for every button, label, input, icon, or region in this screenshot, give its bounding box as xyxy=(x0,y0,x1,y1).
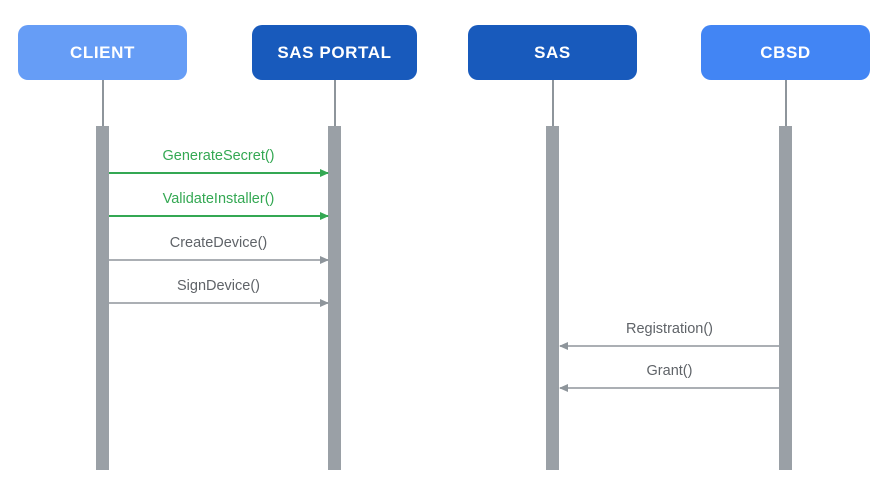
actor-box-sas-portal: SAS PORTAL xyxy=(252,25,417,80)
message-registration: Registration() xyxy=(559,319,779,350)
lifeline-client xyxy=(101,80,104,126)
actor-box-client: CLIENT xyxy=(18,25,187,80)
activation-bar-sas xyxy=(546,126,559,470)
activation-bar-cbsd xyxy=(779,126,792,470)
message-validate-installer: ValidateInstaller() xyxy=(109,189,329,220)
message-line xyxy=(559,341,779,350)
actor-box-sas: SAS xyxy=(468,25,637,80)
message-create-device: CreateDevice() xyxy=(109,233,329,264)
arrowhead-left-icon xyxy=(559,383,568,392)
message-label: GenerateSecret() xyxy=(162,148,275,164)
message-line xyxy=(109,298,329,307)
actor-box-cbsd: CBSD xyxy=(701,25,870,80)
message-line xyxy=(109,169,329,177)
arrowhead-left-icon xyxy=(559,341,568,350)
message-line xyxy=(559,383,779,392)
message-label: Grant() xyxy=(646,363,693,379)
message-label: SignDevice() xyxy=(177,278,260,294)
activation-bar-client xyxy=(96,126,109,470)
arrowhead-right-icon xyxy=(320,212,329,220)
lifeline-sas-portal xyxy=(333,80,336,126)
message-line xyxy=(109,212,329,220)
message-grant: Grant() xyxy=(559,361,779,392)
lifeline-sas xyxy=(551,80,554,126)
message-sign-device: SignDevice() xyxy=(109,276,329,307)
activation-bar-sas-portal xyxy=(328,126,341,470)
lifeline-cbsd xyxy=(784,80,787,126)
message-label: Registration() xyxy=(625,321,714,337)
arrowhead-right-icon xyxy=(320,255,329,264)
message-label: ValidateInstaller() xyxy=(162,191,275,207)
message-label: CreateDevice() xyxy=(169,235,268,251)
arrowhead-right-icon xyxy=(320,169,329,177)
arrowhead-right-icon xyxy=(320,298,329,307)
message-generate-secret: GenerateSecret() xyxy=(109,146,329,177)
message-line xyxy=(109,255,329,264)
